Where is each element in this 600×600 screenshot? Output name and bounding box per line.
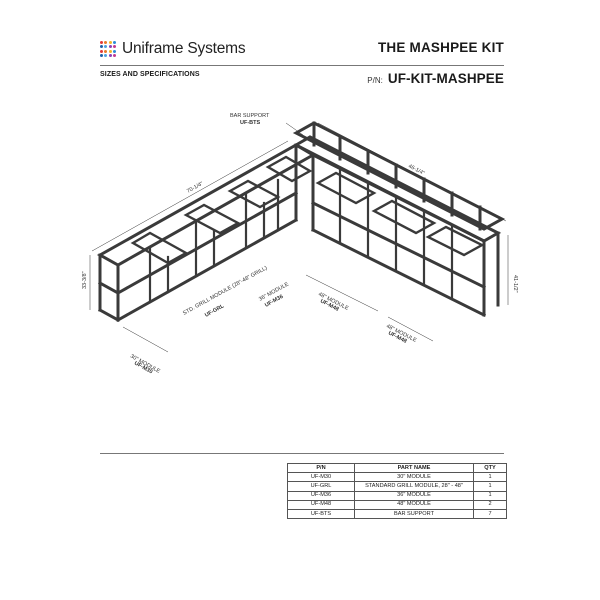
- table-row: UF-M30 30" MODULE 1: [287, 472, 507, 483]
- logo-dot: [108, 49, 112, 53]
- logo-dot: [112, 49, 116, 53]
- cell-part-name: BAR SUPPORT: [354, 509, 474, 520]
- dot-grid-logo-icon: [100, 41, 116, 57]
- dimension-lines: [89, 122, 509, 353]
- logo-dot: [112, 41, 116, 44]
- logo-dot: [104, 49, 108, 53]
- cell-pn: UF-M48: [287, 499, 355, 511]
- cell-pn: UF-M30: [287, 472, 355, 483]
- cell-qty: 1: [473, 490, 507, 501]
- left-height-dimension: 33-3/8": [82, 271, 88, 289]
- left-module-tops: [130, 155, 313, 265]
- section-label: SIZES AND SPECIFICATIONS: [100, 71, 200, 78]
- part-number-prefix: P/N:: [367, 76, 383, 85]
- cell-pn: UF-M36: [287, 490, 355, 501]
- brand-logo: Uniframe Systems: [100, 40, 246, 58]
- table-row: UF-M48 48" MODULE 2: [287, 499, 507, 511]
- isometric-frame-drawing: BAR SUPPORT UF-BTS 70-1/4" 46-1/4" 33-3/…: [82, 113, 518, 375]
- cell-part-name: 30" MODULE: [354, 472, 474, 483]
- cell-qty: 7: [473, 509, 507, 520]
- right-run-frame: [292, 135, 502, 318]
- column-header-pn: P/N: [287, 462, 355, 474]
- left-run-dimension: 70-1/4": [186, 181, 204, 195]
- logo-dot: [100, 53, 103, 57]
- logo-dot: [104, 41, 108, 44]
- logo-dot: [100, 45, 103, 49]
- logo-dot: [112, 53, 116, 57]
- cell-part-name: 36" MODULE: [354, 490, 474, 501]
- bar-support-label: BAR SUPPORT: [230, 113, 270, 119]
- logo-dot: [108, 45, 112, 49]
- table-header-row: P/N PART NAME QTY: [287, 462, 507, 474]
- right-height-dimension: 41-1/2": [512, 275, 518, 293]
- parts-table: P/N PART NAME QTY UF-M30 30" MODULE 1 UF…: [287, 462, 507, 520]
- logo-dot: [100, 41, 103, 44]
- bar-supports: [292, 121, 506, 231]
- grill-module-code: UF-GRL: [204, 303, 226, 319]
- cell-qty: 1: [473, 472, 507, 483]
- logo-dot: [112, 45, 116, 49]
- logo-dot: [108, 53, 112, 57]
- cell-qty: 1: [473, 481, 507, 492]
- logo-dot: [100, 49, 103, 53]
- cell-qty: 2: [473, 499, 507, 511]
- column-header-part-name: PART NAME: [354, 462, 474, 474]
- part-number: P/N: UF-KIT-MASHPEE: [367, 71, 504, 86]
- header-divider: [100, 65, 504, 66]
- brand-name: Uniframe Systems: [122, 40, 246, 57]
- footer-divider: [100, 453, 504, 454]
- column-header-qty: QTY: [473, 462, 507, 474]
- right-module-tops: [315, 171, 485, 257]
- cell-part-name: STANDARD GRILL MODULE, 28" - 48": [354, 481, 474, 492]
- cell-pn: UF-GRL: [287, 481, 355, 492]
- bar-support-code: UF-BTS: [240, 120, 260, 126]
- logo-dot: [104, 45, 108, 49]
- logo-dot: [104, 53, 108, 57]
- table-row: UF-M36 36" MODULE 1: [287, 490, 507, 501]
- table-row: UF-GRL STANDARD GRILL MODULE, 28" - 48" …: [287, 481, 507, 492]
- cell-pn: UF-BTS: [287, 509, 355, 520]
- logo-dot: [108, 41, 112, 44]
- table-row: UF-BTS BAR SUPPORT 7: [287, 509, 507, 520]
- cell-part-name: 48" MODULE: [354, 499, 474, 511]
- kit-title: THE MASHPEE KIT: [377, 40, 504, 55]
- part-number-value: UF-KIT-MASHPEE: [387, 71, 504, 86]
